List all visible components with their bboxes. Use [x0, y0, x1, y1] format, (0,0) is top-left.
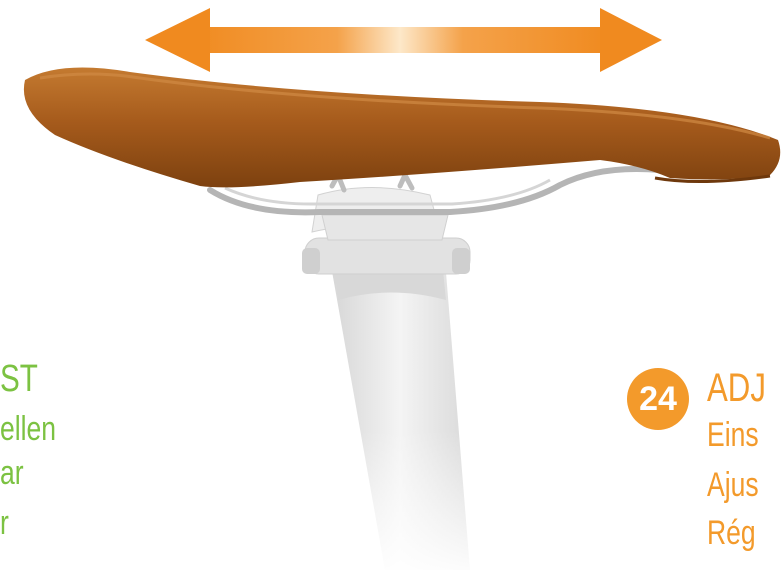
step-number-badge: 24 [627, 368, 689, 430]
step-caption-line-4: Rég [707, 514, 756, 552]
seat-clamp-icon [302, 169, 471, 275]
step-caption-line-2: Eins [707, 416, 759, 454]
left-caption-line-4: r [0, 504, 9, 542]
saddle-icon [23, 67, 781, 188]
double-arrow-icon [145, 8, 662, 72]
step-caption-line-1: ADJ [707, 368, 766, 410]
left-caption-line-3: ar [0, 454, 24, 492]
step-caption-line-3: Ajus [707, 466, 759, 504]
saddle-rails-icon [207, 166, 663, 216]
seatpost-icon [330, 252, 480, 581]
left-caption-line-2: ellen [0, 410, 57, 448]
left-caption-line-1: ST [0, 358, 38, 400]
step-caption: ADJ Eins Ajus Rég [707, 368, 783, 581]
